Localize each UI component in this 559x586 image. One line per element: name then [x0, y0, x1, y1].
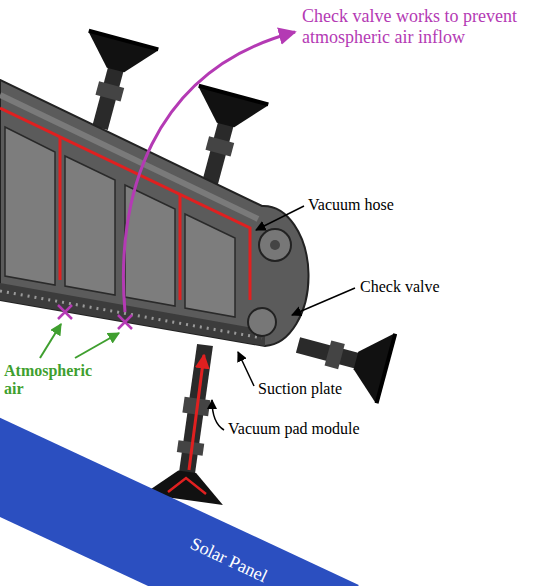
- vacuum-hose: [0, 108, 250, 300]
- leader-arrow: [292, 288, 355, 315]
- leader-arrow: [75, 333, 119, 358]
- vacuum-hose: [59, 137, 62, 280]
- chain-links: [0, 291, 262, 338]
- wheel: [259, 229, 291, 261]
- callout-arrow: [123, 32, 295, 312]
- check-valve-mark: [58, 305, 72, 319]
- part-label: Vacuum hose: [308, 196, 394, 214]
- compartment: [5, 127, 55, 285]
- compartment: [185, 214, 235, 317]
- wheel-hub: [270, 240, 280, 250]
- leader-arrow: [40, 324, 61, 358]
- wheel: [248, 308, 276, 336]
- vacuum-hose: [179, 195, 182, 300]
- part-label: Vacuum pad module: [228, 420, 360, 438]
- flow-label: Atmospheric air: [4, 362, 99, 399]
- part-label: Suction plate: [258, 380, 342, 398]
- air-flow-mark: [168, 478, 206, 494]
- air-flow-arrow: [189, 355, 204, 470]
- compartment: [65, 156, 115, 295]
- suction-plate: [0, 283, 265, 346]
- callout-note: Check valve works to prevent atmospheric…: [302, 6, 554, 47]
- node-text: Solar Panel: [187, 533, 271, 586]
- leader-arrow: [238, 352, 254, 386]
- robot-body: [0, 80, 309, 346]
- leader-arrow: [256, 206, 304, 230]
- part-label: Check valve: [360, 278, 440, 296]
- check-valve-mark: [118, 315, 132, 329]
- leader-arrow: [212, 400, 224, 430]
